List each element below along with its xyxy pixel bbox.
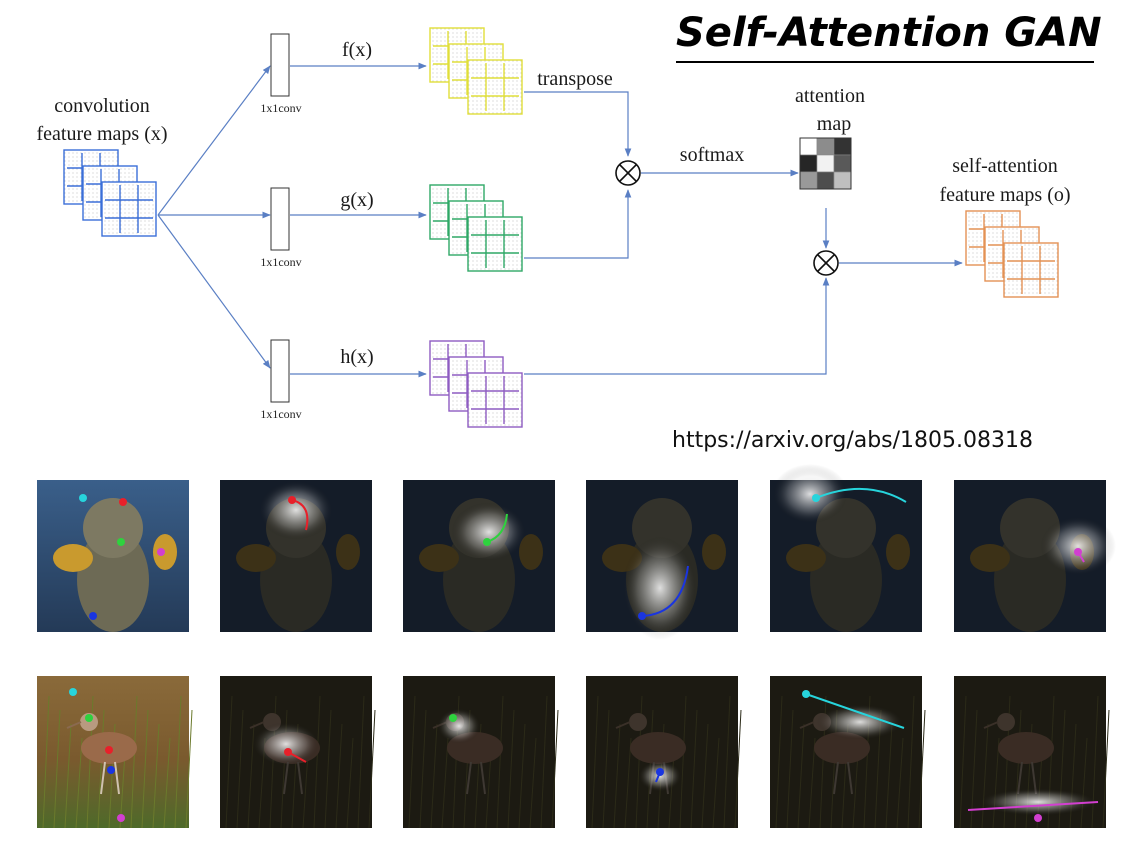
bird-attention-image — [586, 676, 742, 829]
output-label-line1: self-attention — [952, 155, 1058, 177]
dog-attention-image — [403, 480, 555, 632]
dog-original-image — [37, 480, 189, 632]
attention-cell — [799, 154, 818, 173]
input-map-3 — [101, 181, 157, 237]
attention-cell — [816, 171, 835, 190]
dog-attention-image — [954, 480, 1116, 632]
attention-cell — [799, 171, 818, 190]
dog-attention-image — [770, 464, 922, 632]
dog-attention-row — [37, 464, 1116, 640]
input-label-line2: feature maps (x) — [36, 123, 167, 145]
conv-label-f: 1x1conv — [260, 101, 301, 115]
g-map-3 — [467, 216, 523, 272]
bird-attention-image — [770, 676, 926, 829]
label-softmax: softmax — [680, 144, 744, 166]
edge-input-f — [157, 65, 271, 216]
output-label-line2: feature maps (o) — [939, 184, 1070, 206]
attention-cell — [816, 154, 835, 173]
attention-map — [799, 137, 852, 190]
edge-g-multiply — [524, 189, 632, 259]
conv-label-g: 1x1conv — [260, 255, 301, 269]
bird-attention-image — [403, 676, 559, 829]
label-h: h(x) — [340, 346, 373, 368]
attention-label-line1: attention — [795, 85, 865, 107]
edge-f-transpose — [524, 91, 632, 157]
attention-cell — [816, 137, 835, 156]
conv-label-h: 1x1conv — [260, 407, 301, 421]
input-feature-maps — [63, 149, 157, 237]
conv-box-f — [270, 33, 290, 97]
label-g: g(x) — [340, 189, 373, 211]
dog-attention-image — [586, 480, 738, 640]
attention-cell — [833, 171, 852, 190]
attention-cell — [833, 154, 852, 173]
label-transpose: transpose — [537, 68, 613, 90]
multiply-node-1 — [615, 160, 641, 186]
output-feature-maps — [965, 210, 1059, 298]
dog-attention-image — [220, 480, 372, 632]
conv-box-g — [270, 187, 290, 251]
h-map-3 — [467, 372, 523, 428]
bird-attention-row — [37, 676, 1110, 829]
conv-box-h — [270, 339, 290, 403]
bird-attention-image — [954, 676, 1110, 829]
edge-input-h — [157, 214, 271, 369]
bird-attention-image — [220, 676, 376, 829]
attention-cell — [833, 137, 852, 156]
edge-h-multiply — [524, 277, 830, 375]
f-map-3 — [467, 59, 523, 115]
page-title: Self-Attention GAN — [676, 10, 1102, 56]
input-label-line1: convolution — [54, 95, 150, 117]
paper-url: https://arxiv.org/abs/1805.08318 — [672, 428, 1033, 453]
g-feature-maps — [429, 184, 523, 272]
output-map-3 — [1003, 242, 1059, 298]
bird-original-image — [37, 676, 193, 829]
f-feature-maps — [429, 27, 523, 115]
attention-cell — [799, 137, 818, 156]
h-feature-maps — [429, 340, 523, 428]
attention-label-line2: map — [817, 113, 851, 135]
multiply-node-2 — [813, 250, 839, 276]
label-f: f(x) — [342, 39, 372, 61]
